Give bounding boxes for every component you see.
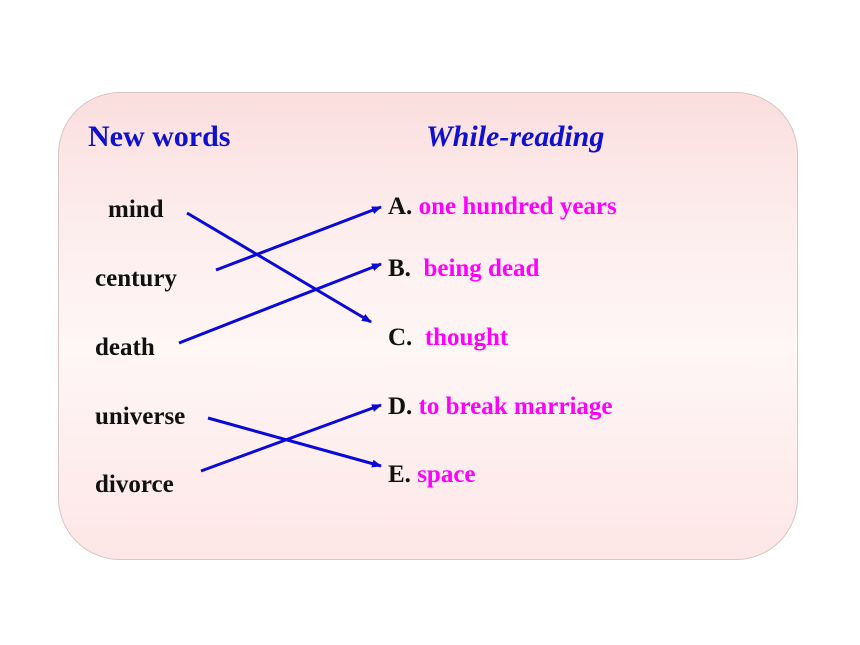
meaning-text: space [417,461,476,488]
while-reading-heading: While-reading [426,120,605,153]
word-mind: mind [108,196,164,223]
meaning-d: D. to break marriage [388,393,613,421]
new-words-heading: New words [88,120,231,153]
meaning-letter: B. [388,255,411,282]
word-death: death [95,334,155,361]
word-divorce: divorce [95,471,174,498]
meaning-b: B. being dead [388,255,539,283]
meaning-letter: A. [388,193,413,220]
meaning-e: E. space [388,461,476,489]
meaning-letter: D. [388,393,413,420]
meaning-text: to break marriage [418,393,613,420]
meaning-text: thought [424,324,509,351]
meaning-text: being dead [423,255,540,282]
meaning-letter: E. [388,461,411,488]
meaning-c: C. thought [388,324,508,352]
word-century: century [95,265,177,292]
meaning-letter: C. [388,324,413,351]
meaning-a: A. one hundred years [388,193,617,221]
word-universe: universe [95,403,186,430]
meaning-text: one hundred years [418,193,617,220]
